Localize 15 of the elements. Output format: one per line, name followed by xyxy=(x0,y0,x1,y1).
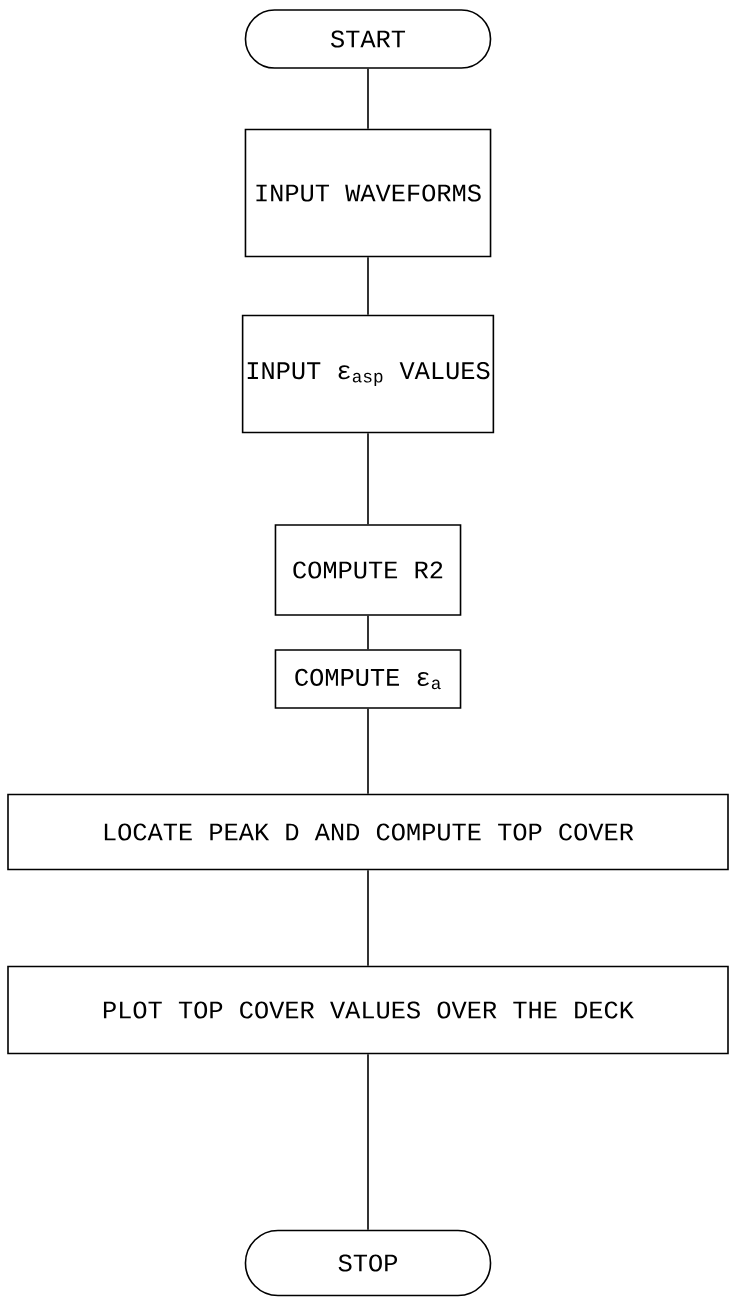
terminal-box: STOP xyxy=(244,1229,492,1297)
connector-line xyxy=(367,256,369,316)
connector-line xyxy=(367,869,369,967)
process-box: COMPUTE R2 xyxy=(274,524,462,616)
connector-line xyxy=(367,1053,369,1231)
connector-line xyxy=(367,68,369,130)
terminal-box: START xyxy=(244,9,492,69)
connector-line xyxy=(367,432,369,525)
process-box: INPUT WAVEFORMS xyxy=(244,128,492,258)
process-box: PLOT TOP COVER VALUES OVER THE DECK xyxy=(7,965,729,1055)
process-box: LOCATE PEAK D AND COMPUTE TOP COVER xyxy=(7,793,729,871)
connector-line xyxy=(367,708,369,795)
process-box: INPUT ε$_{asp}$ VALUES xyxy=(241,314,495,434)
connector-line xyxy=(367,615,369,650)
process-box: COMPUTE ε$_{a}$ xyxy=(274,649,462,709)
